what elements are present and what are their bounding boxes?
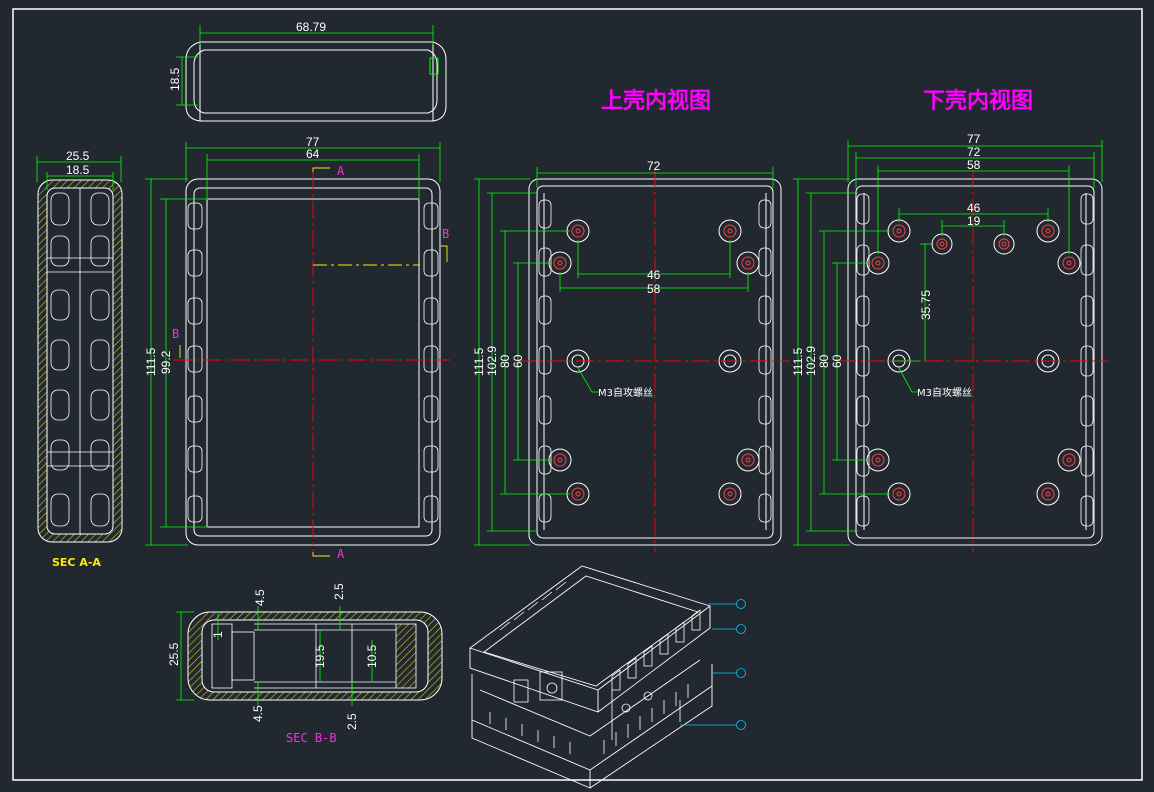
dim-upper-58: 58 [647, 282, 661, 296]
dim-lower-35: 35.75 [919, 290, 933, 320]
section-mark-a-top: A [337, 164, 345, 178]
front-view-dims [145, 142, 441, 546]
dim-bb-105: 10.5 [365, 644, 379, 668]
section-aa [37, 179, 123, 543]
section-mark-b-right: B [442, 227, 449, 241]
dim-bb-1: 1 [211, 631, 225, 638]
top-view [185, 41, 447, 122]
top-view-dims [176, 25, 434, 106]
label-sec-aa: SEC A-A [52, 556, 101, 569]
balloon-3 [736, 668, 746, 678]
section-bb [187, 611, 443, 701]
lower-dims [793, 140, 1103, 546]
section-mark-a-bottom: A [337, 547, 345, 561]
dim-lower-58: 58 [967, 158, 981, 172]
dim-front-outer-h: 111.5 [144, 347, 158, 376]
dim-bb-45-bot: 4.5 [251, 705, 265, 722]
dim-lower-19: 19 [967, 214, 981, 228]
dim-upper-46: 46 [647, 268, 661, 282]
upper-dims [474, 167, 774, 546]
dim-aa-outer: 25.5 [66, 149, 90, 163]
dim-bb-height: 25.5 [167, 642, 181, 666]
dim-bb-25-top: 2.5 [332, 583, 346, 600]
dim-front-inner-w: 64 [306, 147, 320, 161]
isometric-view [469, 565, 713, 789]
front-centerlines [174, 167, 450, 557]
section-aa-dims [36, 156, 122, 190]
dim-lower-80: 80 [817, 354, 831, 368]
section-mark-b-left: B [172, 327, 179, 341]
dim-lower-46: 46 [967, 201, 981, 215]
dim-upper-102: 102.9 [485, 346, 499, 376]
lower-shell-view [847, 178, 1103, 546]
note-lower-screw: M3自攻螺丝 [917, 386, 972, 399]
note-upper-screw: M3自攻螺丝 [598, 386, 653, 399]
dim-front-outer-w: 77 [306, 135, 320, 149]
balloon-4 [736, 720, 746, 730]
upper-screw-bosses [548, 219, 760, 506]
title-lower-shell-inside: 下壳内视图 [923, 88, 1033, 114]
dim-aa-inner: 18.5 [66, 163, 90, 177]
balloon-1 [736, 599, 746, 609]
dim-upper-72: 72 [647, 159, 661, 173]
upper-centerlines [518, 170, 790, 552]
dim-upper-60: 60 [511, 354, 525, 368]
drawing-border [12, 8, 1143, 781]
dim-lower-72: 72 [967, 145, 981, 159]
lower-screw-bosses [866, 219, 1081, 506]
section-bb-dims [176, 606, 373, 706]
dim-lower-60: 60 [830, 354, 844, 368]
label-sec-bb: SEC B-B [286, 731, 337, 745]
isometric-balloons [680, 599, 746, 730]
title-upper-shell-inside: 上壳内视图 [601, 88, 711, 114]
dim-lower-77: 77 [967, 132, 981, 146]
dim-lower-102: 102.9 [804, 346, 818, 376]
dim-upper-111: 111.5 [472, 347, 486, 376]
dim-front-inner-h: 99.2 [159, 350, 173, 374]
balloon-2 [736, 624, 746, 634]
lower-centerlines [838, 170, 1108, 552]
dim-lower-111: 111.5 [791, 347, 805, 376]
dim-bb-45-top: 4.5 [253, 589, 267, 606]
dim-top-width: 68.79 [296, 20, 326, 34]
dim-bb-25-bot: 2.5 [345, 713, 359, 730]
dim-bb-195: 19.5 [313, 644, 327, 668]
dim-top-height: 18.5 [168, 67, 182, 91]
dim-upper-80: 80 [498, 354, 512, 368]
